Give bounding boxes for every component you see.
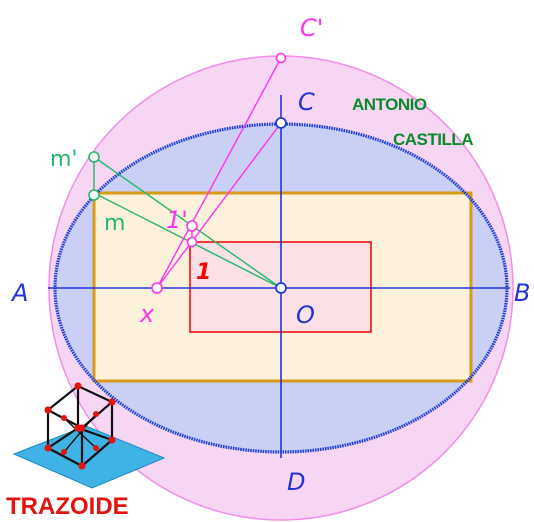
point-c-prime xyxy=(275,52,287,64)
label-m: m xyxy=(104,211,125,236)
label-b: B xyxy=(514,279,530,307)
author-last-name: CASTILLA xyxy=(393,130,473,149)
point-c xyxy=(275,117,287,129)
label-a: A xyxy=(10,279,28,307)
logo-text: TRAZOIDE xyxy=(6,493,129,520)
label-m-prime: m' xyxy=(50,147,77,172)
label-o: O xyxy=(296,301,315,329)
magenta-line-x-cprime xyxy=(156,57,282,289)
logo-cube-vertices xyxy=(44,382,116,470)
label-one-prime: 1' xyxy=(166,206,188,234)
logo-plane xyxy=(12,425,166,489)
point-one xyxy=(186,236,198,248)
label-c-prime: C' xyxy=(300,14,323,42)
magenta-line-x-c xyxy=(156,122,282,289)
author-first-name: ANTONIO xyxy=(352,95,427,114)
label-d: D xyxy=(287,468,305,496)
ellipse-outline xyxy=(53,122,509,454)
point-one-prime xyxy=(186,220,198,232)
point-m-prime xyxy=(88,151,100,163)
point-x xyxy=(151,282,163,294)
label-c: C xyxy=(298,88,315,116)
point-m xyxy=(88,189,100,201)
trazoide-logo: TRAZOIDE xyxy=(6,382,166,520)
label-x: x xyxy=(139,300,155,328)
label-one: 1 xyxy=(196,260,211,285)
point-o xyxy=(275,282,287,294)
